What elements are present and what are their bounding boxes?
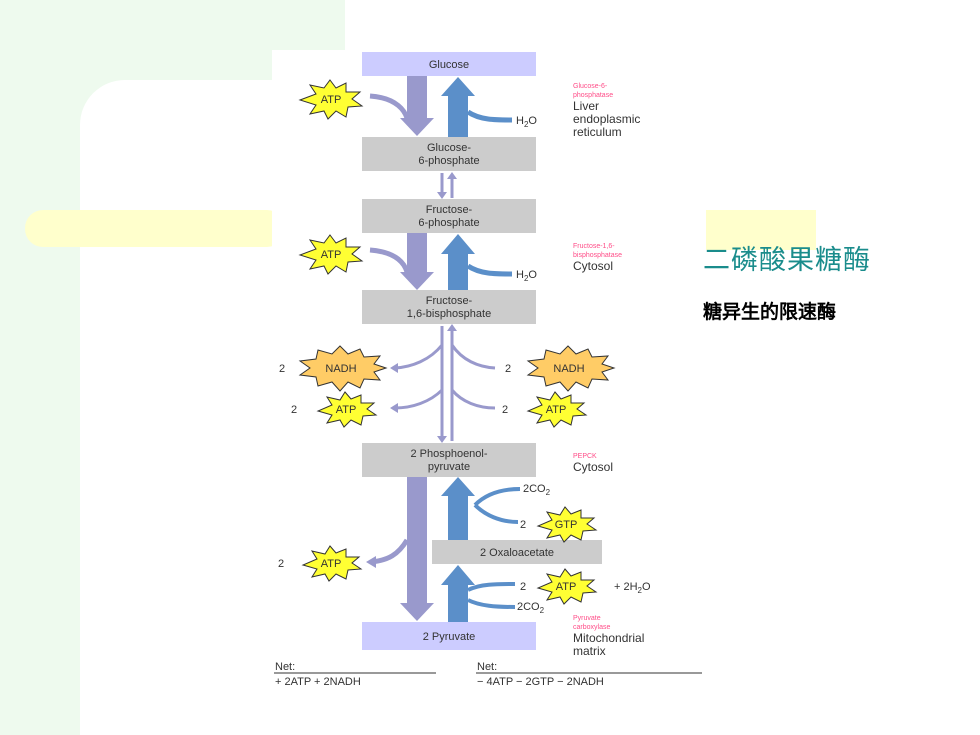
atp-star-middle-right: ATP <box>526 391 588 428</box>
svg-text:Cytosol: Cytosol <box>573 259 613 273</box>
gtp-star: GTP <box>536 506 598 543</box>
atp-star-pc: ATP <box>536 568 598 605</box>
svg-text:ATP: ATP <box>546 404 567 416</box>
svg-text:pyruvate: pyruvate <box>428 461 470 473</box>
h2o-label-step3: H2O <box>516 269 537 283</box>
atp-right-coefficient: 2 <box>502 404 508 416</box>
svg-text:+ 2ATP + 2NADH: + 2ATP + 2NADH <box>275 676 361 688</box>
svg-text:ATP: ATP <box>321 558 342 570</box>
svg-text:2CO2: 2CO2 <box>523 483 551 497</box>
nadh-star-left: NADH <box>298 345 388 392</box>
svg-text:ATP: ATP <box>336 404 357 416</box>
atp-star-step3: ATP <box>298 234 364 275</box>
h2o-branch-step1 <box>466 109 513 123</box>
enzyme-glucose-6-phosphatase: Glucose-6- phosphatase Liver endoplasmic… <box>573 83 640 139</box>
svg-text:1,6-bisphosphate: 1,6-bisphosphate <box>407 308 491 320</box>
arrow-gluconeo-pepck <box>441 477 475 540</box>
svg-text:2CO2: 2CO2 <box>517 601 545 615</box>
svg-text:Net:: Net: <box>477 661 497 673</box>
atp-branch-step3 <box>369 247 410 273</box>
gtp-branch-pepck <box>473 503 519 524</box>
svg-text:Fructose-: Fructose- <box>426 204 473 216</box>
h2o-label-step1: H2O <box>516 115 537 129</box>
co2-label-pc: 2CO2 <box>517 601 545 615</box>
co2-branch-pepck <box>473 487 521 507</box>
gtp-coefficient: 2 <box>520 519 526 531</box>
arrow-glycolysis-step1 <box>400 76 434 136</box>
svg-text:carboxylase: carboxylase <box>573 624 610 631</box>
svg-text:endoplasmic: endoplasmic <box>573 112 640 126</box>
enzyme-pepck: PEPCK Cytosol <box>573 453 613 474</box>
box-glucose: Glucose <box>362 52 536 76</box>
title-highlight <box>706 210 816 250</box>
box-pyruvate: 2 Pyruvate <box>362 622 536 650</box>
arrow-middle-reversible <box>390 324 496 443</box>
svg-text:bisphosphatase: bisphosphatase <box>573 252 622 259</box>
svg-text:Liver: Liver <box>573 99 599 113</box>
h2o-branch-step3 <box>466 263 513 277</box>
svg-text:6-phosphate: 6-phosphate <box>418 217 479 229</box>
atp-left-coefficient: 2 <box>291 404 297 416</box>
enzyme-fructose-bisphosphatase: Fructose-1,6- bisphosphatase Cytosol <box>573 243 622 273</box>
svg-text:phosphatase: phosphatase <box>573 92 613 99</box>
nadh-star-right: NADH <box>526 345 616 392</box>
svg-text:H2O: H2O <box>516 269 537 283</box>
atp-branch-pc <box>467 582 516 592</box>
svg-text:+ 2H2O: + 2H2O <box>614 581 651 595</box>
arrow-gluconeo-pc <box>441 565 475 622</box>
svg-text:Glucose-6-: Glucose-6- <box>573 83 608 90</box>
svg-text:Net:: Net: <box>275 661 295 673</box>
svg-text:2 Phosphoenol-: 2 Phosphoenol- <box>410 448 487 460</box>
svg-text:Fructose-: Fructose- <box>426 295 473 307</box>
svg-text:6-phosphate: 6-phosphate <box>418 155 479 167</box>
svg-text:Glucose-: Glucose- <box>427 142 471 154</box>
svg-text:ATP: ATP <box>321 249 342 261</box>
box-fructose-1-6-bisphosphate: Fructose- 1,6-bisphosphate <box>362 290 536 324</box>
co2-label-pepck: 2CO2 <box>523 483 551 497</box>
svg-text:NADH: NADH <box>553 363 584 375</box>
slide-subtitle: 糖异生的限速酶 <box>703 301 837 323</box>
net-summary-left: Net: + 2ATP + 2NADH <box>274 661 436 688</box>
arrow-isomerase <box>437 172 457 199</box>
atp-branch-step1 <box>369 93 410 119</box>
decorative-pill <box>25 210 285 247</box>
svg-text:− 4ATP − 2GTP − 2NADH: − 4ATP − 2GTP − 2NADH <box>477 676 604 688</box>
net-summary-right: Net: − 4ATP − 2GTP − 2NADH <box>476 661 702 688</box>
svg-text:Fructose-1,6-: Fructose-1,6- <box>573 243 615 250</box>
co2-branch-pc <box>467 598 516 609</box>
svg-text:matrix: matrix <box>573 644 606 658</box>
svg-text:Cytosol: Cytosol <box>573 460 613 474</box>
svg-text:NADH: NADH <box>325 363 356 375</box>
arrow-gluconeo-step3 <box>441 234 475 290</box>
slide-title: 二磷酸果糖酶 <box>703 245 871 276</box>
box-oxaloacetate: 2 Oxaloacetate <box>432 540 602 564</box>
svg-text:GTP: GTP <box>555 519 578 531</box>
svg-text:ATP: ATP <box>321 94 342 106</box>
atp-pc-coefficient: 2 <box>520 581 526 593</box>
arrow-gluconeo-step1 <box>441 77 475 137</box>
nadh-left-coefficient: 2 <box>279 363 285 375</box>
svg-text:Mitochondrial: Mitochondrial <box>573 631 644 645</box>
svg-text:reticulum: reticulum <box>573 125 622 139</box>
box-glucose-6-phosphate: Glucose- 6-phosphate <box>362 137 536 171</box>
atp-star-middle-left: ATP <box>316 391 378 428</box>
svg-text:Pyruvate: Pyruvate <box>573 615 601 622</box>
box-fructose-6-phosphate: Fructose- 6-phosphate <box>362 199 536 233</box>
atp-pk-coefficient: 2 <box>278 558 284 570</box>
svg-text:PEPCK: PEPCK <box>573 453 597 460</box>
svg-text:2 Pyruvate: 2 Pyruvate <box>423 631 476 643</box>
atp-star-step1: ATP <box>298 79 364 120</box>
h2o-pc-label: + 2H2O <box>614 581 651 595</box>
svg-text:Glucose: Glucose <box>429 59 469 71</box>
svg-text:ATP: ATP <box>556 581 577 593</box>
atp-star-pk: ATP <box>301 545 363 582</box>
svg-text:H2O: H2O <box>516 115 537 129</box>
box-phosphoenolpyruvate: 2 Phosphoenol- pyruvate <box>362 443 536 477</box>
arrow-glycolysis-pyruvate-kinase <box>400 477 434 621</box>
arrow-glycolysis-step3 <box>400 233 434 290</box>
enzyme-pyruvate-carboxylase: Pyruvate carboxylase Mitochondrial matri… <box>573 615 644 658</box>
nadh-right-coefficient: 2 <box>505 363 511 375</box>
svg-text:2 Oxaloacetate: 2 Oxaloacetate <box>480 547 554 559</box>
